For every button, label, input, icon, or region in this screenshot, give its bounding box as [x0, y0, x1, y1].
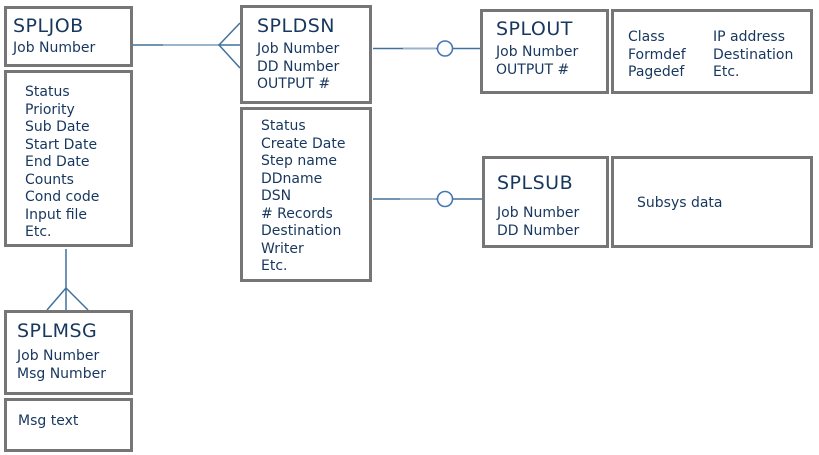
entity-splmsg-attributes: Msg text [4, 398, 133, 452]
entity-spljob-key: Job Number [13, 39, 96, 56]
attribute: Destination [713, 46, 794, 63]
entity-splmsg-key: Job Number [17, 348, 100, 364]
entity-splsub-key: Job Number [497, 205, 580, 221]
attribute: Counts [25, 171, 74, 188]
attribute: Pagedef [628, 64, 685, 80]
attribute: Create Date [261, 135, 346, 152]
relationship-spljob-spldsn [133, 22, 241, 69]
optional-circle-icon [436, 190, 454, 208]
attribute: Formdef [628, 46, 686, 63]
attribute: # Records [261, 205, 333, 222]
entity-spldsn-header: SPLDSN Job Number DD Number OUTPUT # [240, 5, 372, 104]
attribute: Sub Date [25, 119, 90, 135]
attribute: IP address [713, 29, 786, 45]
attribute: Status [261, 118, 306, 134]
attribute: Cond code [25, 189, 100, 205]
entity-splmsg-key: Msg Number [17, 365, 106, 382]
entity-splout-title: SPLOUT [496, 18, 573, 40]
relationship-spljob-splmsg [46, 249, 89, 311]
attribute: Etc. [713, 64, 740, 80]
entity-splmsg-title: SPLMSG [17, 320, 98, 342]
entity-splout-header: SPLOUT Job Number OUTPUT # [480, 9, 609, 94]
attribute: Input file [25, 206, 88, 223]
entity-splsub-title: SPLSUB [497, 172, 574, 194]
attribute: End Date [25, 154, 90, 170]
attribute: Subsys data [637, 195, 723, 211]
entity-spldsn-attributes: Status Create Date Step name DDname DSN … [240, 107, 372, 282]
crow-foot-icon [218, 22, 241, 69]
attribute: Status [25, 84, 70, 100]
entity-splout-key: OUTPUT # [496, 61, 570, 78]
relationship-spldsn-splout [373, 40, 480, 57]
attribute: Priority [25, 101, 75, 118]
attribute: Etc. [25, 224, 52, 240]
entity-spljob-attributes: Status Priority Sub Date Start Date End … [4, 70, 133, 247]
entity-splsub-header: SPLSUB Job Number DD Number [482, 156, 609, 248]
attribute: Writer [261, 240, 304, 257]
entity-spldsn-key: Job Number [257, 41, 340, 57]
attribute: Destination [261, 223, 342, 239]
entity-splout-attributes: Class Formdef Pagedef IP address Destina… [611, 9, 813, 94]
entity-spldsn-key: OUTPUT # [257, 76, 331, 92]
entity-splout-key: Job Number [496, 44, 579, 60]
entity-splmsg-header: SPLMSG Job Number Msg Number [4, 310, 133, 395]
attribute: Etc. [261, 258, 288, 274]
entity-splsub-attributes: Subsys data [611, 156, 813, 248]
entity-spljob-header: SPLJOB Job Number [4, 6, 133, 67]
attribute: DSN [261, 188, 292, 204]
relationship-spldsn-splsub [373, 190, 482, 208]
entity-splsub-key: DD Number [497, 222, 580, 239]
attribute: Step name [261, 153, 338, 169]
entity-spljob-title: SPLJOB [13, 15, 84, 37]
attribute: Start Date [25, 136, 98, 153]
crow-foot-icon [46, 287, 89, 311]
attribute: Msg text [18, 413, 79, 429]
attribute: DDname [261, 170, 323, 187]
attribute: Class [628, 29, 665, 45]
optional-circle-icon [436, 40, 454, 57]
entity-spldsn-key: DD Number [257, 58, 340, 75]
entity-spldsn-title: SPLDSN [257, 15, 336, 37]
